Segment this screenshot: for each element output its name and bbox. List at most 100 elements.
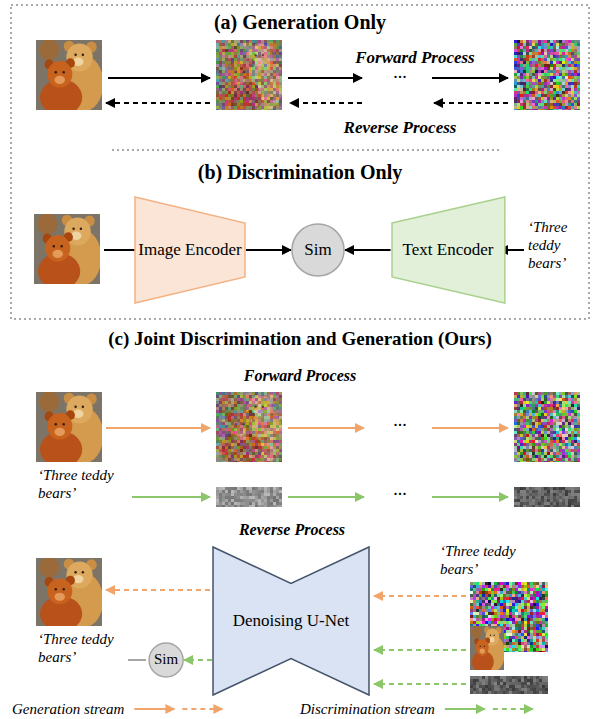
noise-pixel <box>529 85 532 88</box>
noise-pixel <box>267 392 270 395</box>
noise-pixel <box>246 97 249 100</box>
noise-pixel <box>276 85 279 88</box>
noise-pixel <box>225 85 228 88</box>
noise-pixel <box>553 410 556 413</box>
noise-pixel <box>252 55 255 58</box>
noise-pixel <box>523 97 526 100</box>
noise-pixel <box>231 452 234 455</box>
noise-pixel <box>222 440 225 443</box>
noise-pixel <box>237 422 240 425</box>
noise-pixel <box>255 100 258 103</box>
noise-pixel <box>222 82 225 85</box>
noise-pixel <box>279 401 282 404</box>
bear-part <box>525 413 550 440</box>
noise-pixel <box>526 73 529 76</box>
noise-pixel <box>246 55 249 58</box>
noise-pixel <box>577 91 580 94</box>
noise-pixel <box>273 431 276 434</box>
noise-pixel <box>237 437 240 440</box>
bear-part <box>523 60 532 70</box>
noise-pixel <box>562 419 565 422</box>
noise-pixel <box>568 46 571 49</box>
noise-pixel <box>240 425 243 428</box>
noise-pixel <box>559 64 562 67</box>
noise-pixel <box>237 100 240 103</box>
noise-pixel <box>547 100 550 103</box>
noise-pixel <box>556 416 559 419</box>
noise-pixel <box>267 410 270 413</box>
noise-pixel <box>273 43 276 46</box>
teddy-bear-photo <box>514 40 580 110</box>
noise-pixel <box>216 64 219 67</box>
noise-pixel <box>264 419 267 422</box>
noise-pixel <box>234 449 237 452</box>
noise-pixel <box>258 79 261 82</box>
noise-pixel <box>216 437 219 440</box>
noise-pixel <box>258 64 261 67</box>
flow-arrow <box>290 102 362 104</box>
noise-pixel <box>556 73 559 76</box>
noise-pixel <box>273 109 276 110</box>
noise-pixel <box>237 413 240 416</box>
noise-pixel <box>273 52 276 55</box>
noise-pixel <box>261 40 264 43</box>
noise-pixel <box>237 428 240 431</box>
flow-arrow <box>288 77 362 79</box>
bear-part <box>52 250 63 258</box>
noise-pixel <box>231 458 234 461</box>
flow-arrow <box>434 102 508 104</box>
bear-part <box>244 407 282 462</box>
noise-pixel <box>559 61 562 64</box>
noise-pixel <box>246 103 249 106</box>
noise-pixel <box>562 407 565 410</box>
noise-pixel <box>255 446 258 449</box>
bear-part <box>39 40 59 60</box>
noise-pixel <box>258 407 261 410</box>
noise-pixel <box>234 94 237 97</box>
noise-pixel <box>514 109 517 110</box>
noise-pixel <box>255 419 258 422</box>
noise-pixel <box>219 61 222 64</box>
noise-pixel <box>559 416 562 419</box>
noise-pixel <box>523 398 526 401</box>
noise-pixel <box>264 431 267 434</box>
noise-pixel <box>571 425 574 428</box>
noise-pixel <box>234 416 237 419</box>
noise-pixel <box>571 100 574 103</box>
noise-pixel <box>225 46 228 49</box>
noise-pixel <box>574 392 577 395</box>
noise-pixel <box>550 64 553 67</box>
noise-pixel <box>222 398 225 401</box>
noise-pixel <box>258 73 261 76</box>
noise-pixel <box>264 437 267 440</box>
noise-pixel <box>252 443 255 446</box>
noise-pixel <box>577 73 580 76</box>
noise-pixel <box>535 64 538 67</box>
noise-pixel <box>538 398 541 401</box>
noise-pixel <box>520 49 523 52</box>
noise-pixel <box>252 58 255 61</box>
noise-pixel <box>225 404 228 407</box>
noise-pixel <box>264 446 267 449</box>
noise-pixel <box>547 61 550 64</box>
noise-pixel <box>258 452 261 455</box>
noise-pixel <box>550 73 553 76</box>
noise-pixel <box>228 40 231 43</box>
noise-pixel <box>258 67 261 70</box>
noise-pixel <box>544 416 547 419</box>
noise-pixel <box>550 398 553 401</box>
noise-pixel <box>225 416 228 419</box>
noise-pixel <box>243 398 246 401</box>
noise-pixel <box>267 452 270 455</box>
noise-pixel <box>225 395 228 398</box>
noise-pixel <box>270 55 273 58</box>
noise-pixel <box>562 94 565 97</box>
noise-pixel <box>568 100 571 103</box>
teddy-bear-photo <box>36 40 102 110</box>
noise-pixel <box>267 61 270 64</box>
noise-pixel <box>538 410 541 413</box>
noise-pixel <box>279 103 282 106</box>
noise-pixel <box>526 43 529 46</box>
noise-pixel <box>541 392 544 395</box>
noise-pixel <box>541 413 544 416</box>
